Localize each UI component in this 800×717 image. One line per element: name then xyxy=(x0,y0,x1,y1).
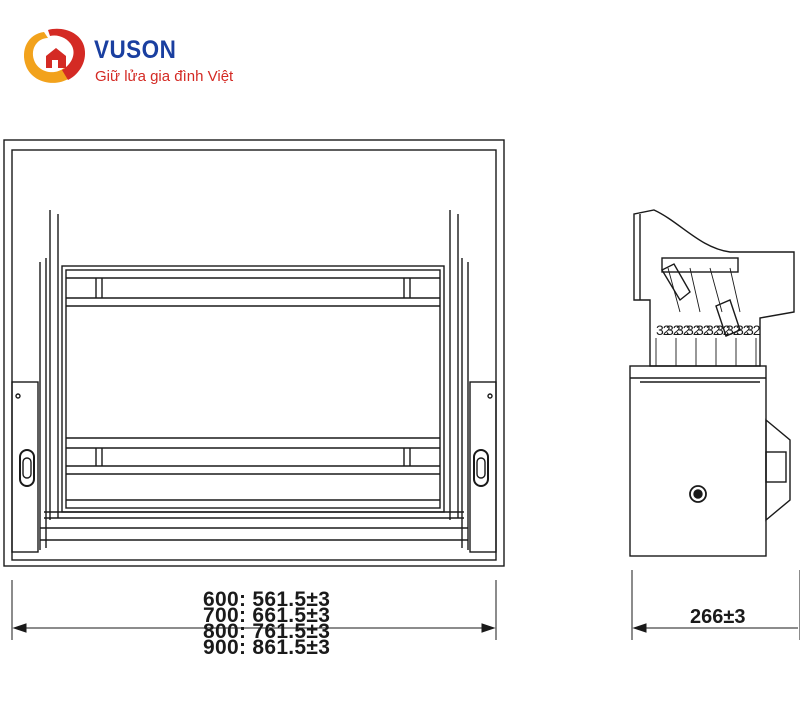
brand-logo: VUSON Giữ lửa gia đình Việt xyxy=(18,24,258,94)
hole-spacing-label: 32 xyxy=(746,322,761,338)
width-dimension-list: 600: 561.5±3 700: 661.5±3 800: 761.5±3 9… xyxy=(203,588,331,659)
depth-dimension: 266±3 xyxy=(690,606,746,628)
hole-spacing-label: 32 xyxy=(726,322,741,338)
brand-tagline: Giữ lửa gia đình Việt xyxy=(95,68,234,85)
hole-spacing-labels: 32323232323232323232 xyxy=(656,322,761,338)
hole-spacing-label: 32 xyxy=(676,322,691,338)
hole-spacing-label: 32 xyxy=(736,322,751,338)
width-dimension-900: 900: 861.5±3 xyxy=(203,636,331,659)
width-dimension-700: 700: 661.5±3 xyxy=(203,604,331,627)
hole-spacing-label: 32 xyxy=(696,322,711,338)
brand-name: VUSON xyxy=(94,36,177,64)
hole-spacing-label: 32 xyxy=(666,322,681,338)
vuson-logo-icon xyxy=(24,28,86,83)
width-dimension-600: 600: 561.5±3 xyxy=(203,588,331,611)
hole-spacing-label: 32 xyxy=(706,322,721,338)
hole-spacing-label: 32 xyxy=(716,322,731,338)
front-view xyxy=(3,139,505,640)
side-view xyxy=(629,209,800,640)
width-dimension-800: 800: 761.5±3 xyxy=(203,620,331,643)
hole-spacing-label: 32 xyxy=(686,322,701,338)
hole-spacing-label: 32 xyxy=(656,322,671,338)
